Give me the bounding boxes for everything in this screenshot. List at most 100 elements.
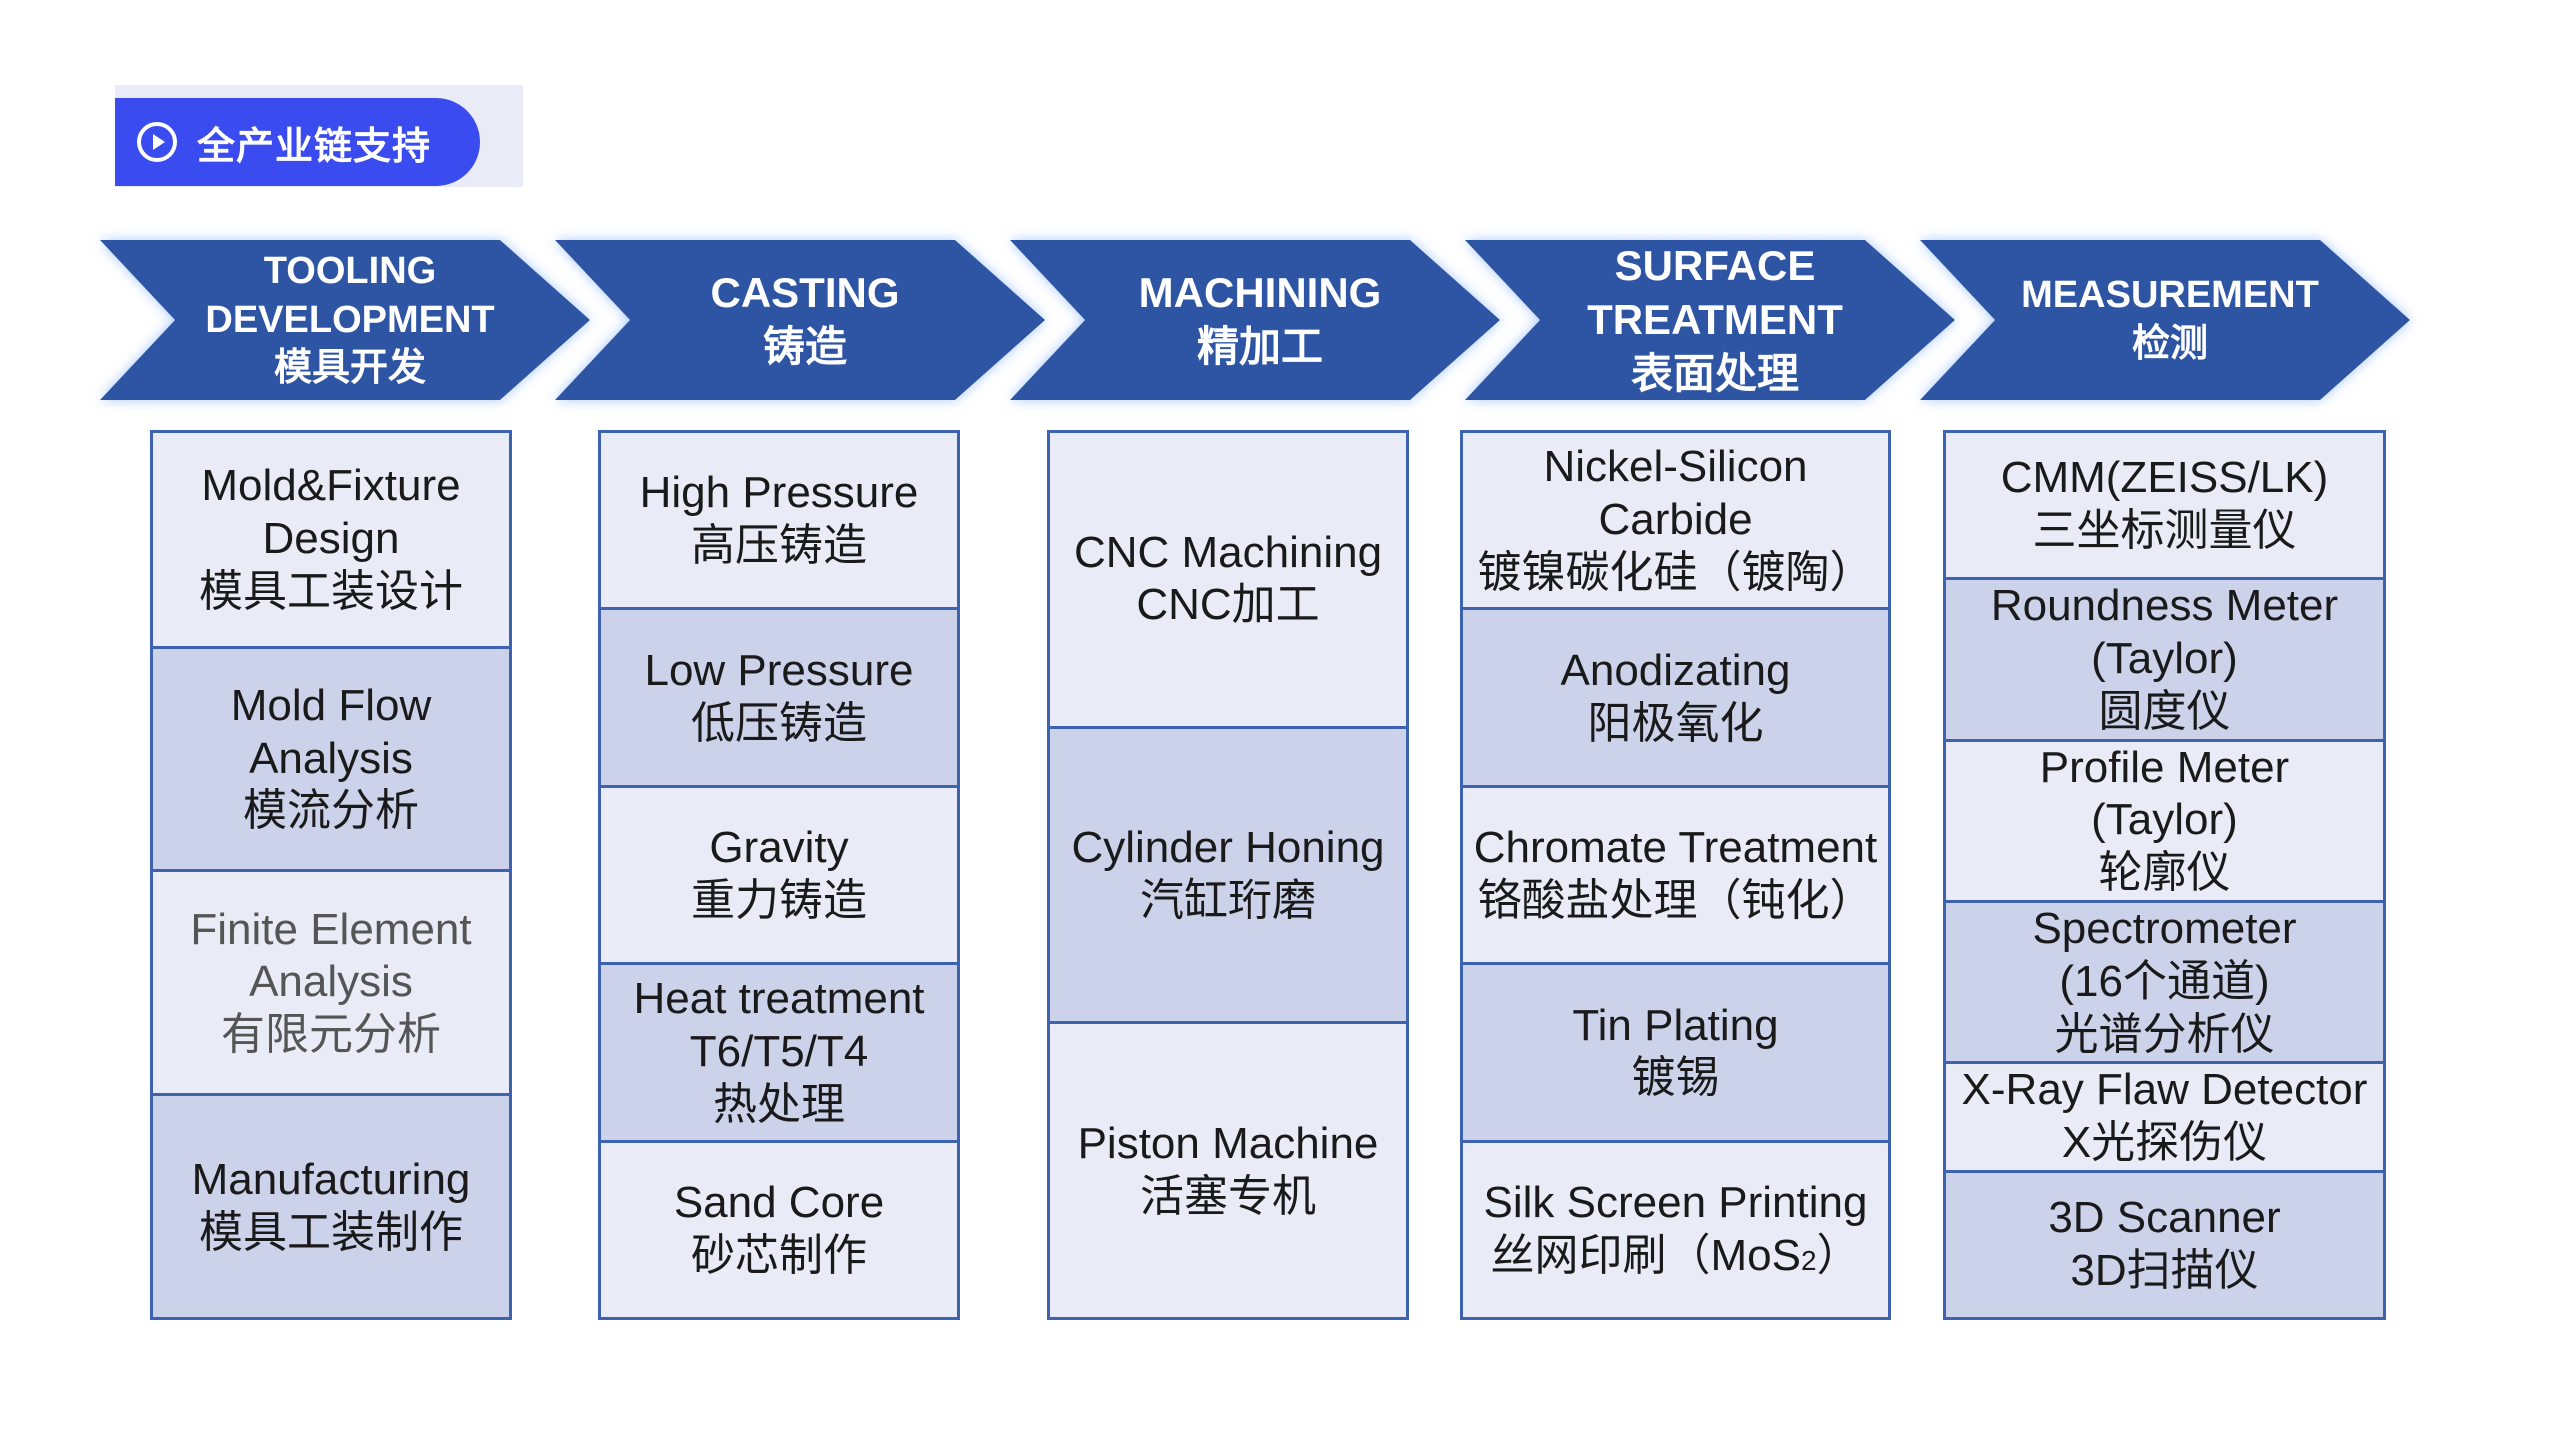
cell-mold-fixture-design: Mold&Fixture Design 模具工装设计: [153, 433, 509, 646]
stage-title-line: 表面处理: [1630, 349, 1799, 397]
cell-3d-scanner: 3D Scanner 3D扫描仪: [1946, 1169, 2383, 1318]
cell-line: Nickel-Silicon: [1543, 442, 1808, 491]
cell-chromate-treatment: Chromate Treatment 铬酸盐处理（钝化）: [1463, 784, 1888, 963]
stage-title-measurement: MEASUREMENT 检测: [1990, 245, 2350, 395]
cell-line: 有限元分析: [221, 1010, 441, 1060]
cell-line: Spectrometer: [2032, 903, 2297, 953]
cell-gravity: Gravity 重力铸造: [601, 784, 957, 963]
process-chevrons: [100, 240, 2410, 400]
cell-line: 3D Scanner: [2048, 1193, 2281, 1243]
chevron-casting: [555, 240, 1045, 400]
cell-low-pressure: Low Pressure 低压铸造: [601, 607, 957, 785]
stage-title-casting: CASTING 铸造: [625, 245, 985, 395]
cell-line: 圆度仪: [2098, 686, 2231, 736]
cell-line: Manufacturing: [191, 1154, 471, 1204]
cell-line: 镀锡: [1631, 1053, 1720, 1103]
header-badge: 全产业链支持: [115, 98, 480, 186]
cell-line: Gravity: [709, 823, 849, 873]
cell-sand-core: Sand Core 砂芯制作: [601, 1139, 957, 1318]
cell-line: Tin Plating: [1572, 1000, 1779, 1050]
cell-line: Mold Flow: [230, 680, 432, 730]
stage-title-line: CASTING: [710, 269, 900, 317]
cell-line: 模具工装设计: [199, 566, 463, 616]
cell-line: 阳极氧化: [1587, 698, 1764, 748]
chevron-machining: [1010, 240, 1500, 400]
stage-title-line: TOOLING: [263, 250, 437, 293]
cell-line: 光谱分析仪: [2054, 1009, 2275, 1059]
cell-line: Design: [262, 513, 400, 563]
chevron-measurement: [1920, 240, 2410, 400]
column-casting: High Pressure 高压铸造 Low Pressure 低压铸造 Gra…: [598, 430, 960, 1320]
cell-line: 镀镍碳化硅（镀陶）: [1477, 547, 1874, 597]
cell-line: X光探伤仪: [2061, 1118, 2268, 1168]
cell-piston-machine: Piston Machine 活塞专机: [1050, 1021, 1406, 1318]
cell-tin-plating: Tin Plating 镀锡: [1463, 962, 1888, 1140]
cell-cylinder-honing: Cylinder Honing 汽缸珩磨: [1050, 725, 1406, 1022]
stage-title-line: SURFACE: [1614, 242, 1816, 290]
header-badge-label: 全产业链支持: [197, 125, 432, 168]
cell-xray-flaw-detector: X-Ray Flaw Detector X光探伤仪: [1946, 1061, 2383, 1170]
cell-line: (Taylor): [2091, 795, 2238, 845]
column-surface-treatment: Nickel-Silicon Carbide 镀镍碳化硅（镀陶） Anodiza…: [1460, 430, 1891, 1320]
cell-finite-element-analysis: Finite Element Analysis 有限元分析: [153, 869, 509, 1094]
cell-line: 砂芯制作: [691, 1230, 867, 1280]
cell-line: CNC加工: [1136, 580, 1320, 630]
cell-line: Analysis: [249, 733, 413, 783]
cell-line: Mold&Fixture: [201, 461, 461, 511]
cell-line: Sand Core: [673, 1178, 885, 1228]
cell-mold-flow-analysis: Mold Flow Analysis 模流分析: [153, 645, 509, 870]
cell-line: 重力铸造: [691, 876, 867, 926]
cell-manufacturing: Manufacturing 模具工装制作: [153, 1093, 509, 1317]
column-tooling: Mold&Fixture Design 模具工装设计 Mold Flow Ana…: [150, 430, 512, 1320]
cell-line: 模具工装制作: [199, 1207, 463, 1257]
cell-line: T6/T5/T4: [689, 1027, 869, 1077]
cell-line: Piston Machine: [1077, 1118, 1379, 1168]
column-machining: CNC Machining CNC加工 Cylinder Honing 汽缸珩磨…: [1047, 430, 1409, 1320]
stage-title-line: 检测: [2131, 323, 2208, 365]
formula-subscript: 2: [1800, 1244, 1817, 1276]
cell-line: 低压铸造: [691, 698, 867, 748]
cell-line: Silk Screen Printing: [1483, 1178, 1868, 1228]
cell-line: Cylinder Honing: [1071, 823, 1385, 873]
cell-line: Low Pressure: [644, 645, 914, 695]
cell-cnc-machining: CNC Machining CNC加工: [1050, 433, 1406, 726]
cell-line: Roundness Meter: [1990, 581, 2339, 631]
stage-title-line: MACHINING: [1138, 269, 1382, 317]
stage-title-line: TREATMENT: [1587, 296, 1843, 344]
stage-title-line: 模具开发: [273, 347, 426, 390]
cell-line: CMM(ZEISS/LK): [2000, 453, 2329, 503]
cell-line: 3D扫描仪: [2070, 1245, 2259, 1295]
cell-line: 活塞专机: [1140, 1171, 1316, 1221]
stage-title-line: 精加工: [1196, 323, 1323, 370]
stage-title-surface-treatment: SURFACE TREATMENT 表面处理: [1535, 242, 1895, 397]
stage-title-line: MEASUREMENT: [2021, 274, 2319, 317]
cell-line: Profile Meter: [2039, 742, 2290, 792]
cell-spectrometer: Spectrometer (16个通道) 光谱分析仪: [1946, 899, 2383, 1062]
cell-line: 三坐标测量仪: [2032, 506, 2297, 556]
cell-line: 模流分析: [243, 786, 419, 836]
stage-title-line: 铸造: [762, 323, 847, 370]
cell-line: Carbide: [1598, 494, 1753, 544]
stage-title-line: DEVELOPMENT: [205, 298, 495, 341]
cell-roundness-meter: Roundness Meter (Taylor) 圆度仪: [1946, 577, 2383, 739]
cell-nickel-silicon-carbide: Nickel-Silicon Carbide 镀镍碳化硅（镀陶）: [1463, 433, 1888, 608]
formula-close: ）: [1816, 1230, 1861, 1280]
cell-line: Chromate Treatment: [1473, 823, 1878, 873]
cell-cmm: CMM(ZEISS/LK) 三坐标测量仪: [1946, 433, 2383, 578]
cell-line: (16个通道): [2059, 956, 2270, 1006]
cell-profile-meter: Profile Meter (Taylor) 轮廓仪: [1946, 738, 2383, 900]
cell-line: (Taylor): [2091, 633, 2238, 683]
cell-silk-screen-printing: Silk Screen Printing 丝网印刷（MoS2）: [1463, 1139, 1888, 1318]
stage-title-machining: MACHINING 精加工: [1080, 245, 1440, 395]
cell-line: 铬酸盐处理（钝化）: [1477, 876, 1874, 926]
cell-line: Heat treatment: [633, 974, 925, 1024]
formula-text: 丝网印刷（MoS: [1490, 1230, 1801, 1280]
cell-line: High Pressure: [639, 468, 919, 518]
cell-line: Finite Element: [190, 904, 472, 954]
cell-line: CNC Machining: [1073, 527, 1383, 577]
play-circle-icon: [137, 122, 177, 162]
cell-line: 热处理: [713, 1079, 845, 1129]
cell-anodizating: Anodizating 阳极氧化: [1463, 607, 1888, 785]
cell-high-pressure: High Pressure 高压铸造: [601, 433, 957, 608]
cell-line-formula: 丝网印刷（MoS2）: [1490, 1230, 1860, 1283]
